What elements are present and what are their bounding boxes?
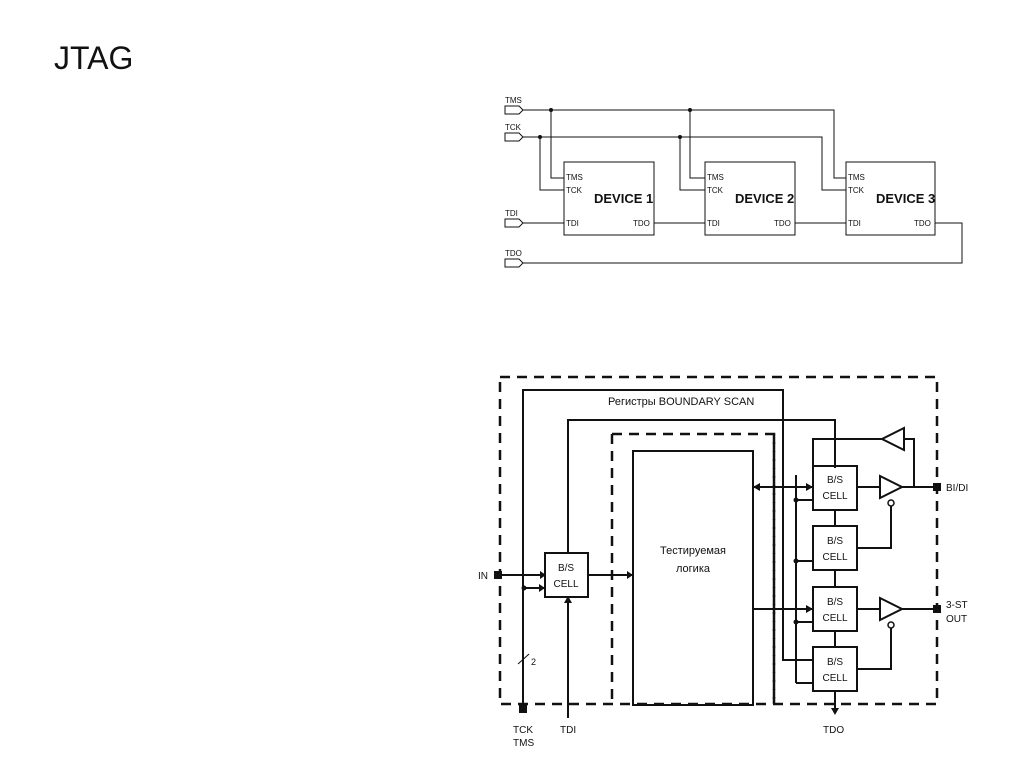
device-2: TMS TCK TDI TDO DEVICE 2 bbox=[704, 161, 796, 236]
svg-text:CELL: CELL bbox=[822, 491, 847, 502]
svg-text:IN: IN bbox=[478, 571, 488, 582]
svg-text:CELL: CELL bbox=[822, 673, 847, 684]
svg-text:TDO: TDO bbox=[914, 219, 931, 228]
port-tdi: TDI bbox=[504, 209, 524, 228]
svg-text:B/S: B/S bbox=[827, 657, 843, 668]
svg-text:TCK: TCK bbox=[707, 186, 724, 195]
chip-outline bbox=[498, 375, 939, 706]
svg-text:TDI: TDI bbox=[505, 209, 518, 218]
svg-text:DEVICE 1: DEVICE 1 bbox=[594, 191, 653, 206]
core-logic-block bbox=[632, 450, 754, 706]
device-3: TMS TCK TDI TDO DEVICE 3 bbox=[845, 161, 936, 236]
bs-cell-out: B/S CELL bbox=[812, 586, 858, 632]
svg-text:Тестируемая: Тестируемая bbox=[660, 545, 726, 557]
svg-text:TCK: TCK bbox=[513, 725, 533, 736]
svg-text:OUT: OUT bbox=[946, 614, 967, 625]
svg-text:CELL: CELL bbox=[822, 613, 847, 624]
bs-cell-out-oe: B/S CELL bbox=[812, 646, 858, 692]
svg-text:TDO: TDO bbox=[823, 725, 844, 736]
pin-3st-out bbox=[933, 605, 941, 613]
svg-text:TMS: TMS bbox=[707, 173, 724, 182]
svg-text:CELL: CELL bbox=[553, 579, 578, 590]
pin-bidi bbox=[933, 483, 941, 491]
svg-text:B/S: B/S bbox=[558, 563, 574, 574]
svg-text:TCK: TCK bbox=[566, 186, 583, 195]
jtag-chain-diagram: TMS TCK TDI TDO bbox=[504, 96, 963, 268]
svg-text:3-ST: 3-ST bbox=[946, 600, 968, 611]
port-tck: TCK bbox=[504, 123, 524, 142]
port-tdo: TDO bbox=[504, 249, 524, 268]
svg-text:TCK: TCK bbox=[505, 123, 522, 132]
svg-text:TMS: TMS bbox=[566, 173, 583, 182]
port-tms: TMS bbox=[504, 96, 524, 115]
pin-in bbox=[494, 571, 502, 579]
svg-text:TDI: TDI bbox=[566, 219, 579, 228]
svg-text:2: 2 bbox=[531, 657, 536, 667]
device-1: TMS TCK TDI TDO DEVICE 1 bbox=[563, 161, 655, 236]
boundary-scan-diagram: Тестируемая логика Регистры BOUNDARY SCA… bbox=[478, 375, 968, 749]
bs-cell-bidi-oe: B/S CELL bbox=[812, 525, 858, 571]
bs-cell-bidi-in: B/S CELL bbox=[812, 465, 858, 511]
svg-text:TCK: TCK bbox=[848, 186, 865, 195]
svg-text:B/S: B/S bbox=[827, 536, 843, 547]
svg-text:TMS: TMS bbox=[505, 96, 522, 105]
svg-text:TDO: TDO bbox=[774, 219, 791, 228]
pin-tck-tms bbox=[519, 705, 527, 713]
registers-label: Регистры BOUNDARY SCAN bbox=[608, 396, 754, 408]
svg-text:TDI: TDI bbox=[707, 219, 720, 228]
svg-text:DEVICE 2: DEVICE 2 bbox=[735, 191, 794, 206]
slide-title: JTAG bbox=[54, 40, 134, 76]
svg-text:TMS: TMS bbox=[848, 173, 865, 182]
tms-bus bbox=[523, 109, 846, 179]
svg-text:B/S: B/S bbox=[827, 475, 843, 486]
svg-text:TDI: TDI bbox=[848, 219, 861, 228]
svg-text:B/S: B/S bbox=[827, 597, 843, 608]
svg-text:CELL: CELL bbox=[822, 552, 847, 563]
svg-text:BI/DI: BI/DI bbox=[946, 483, 968, 494]
tdo-return bbox=[523, 222, 963, 264]
svg-text:логика: логика bbox=[676, 563, 711, 575]
svg-text:TDI: TDI bbox=[560, 725, 576, 736]
svg-text:DEVICE 3: DEVICE 3 bbox=[876, 191, 935, 206]
svg-text:TDO: TDO bbox=[633, 219, 650, 228]
tck-bus bbox=[523, 136, 846, 191]
bs-cell-in: B/S CELL bbox=[544, 552, 589, 598]
svg-text:TMS: TMS bbox=[513, 738, 534, 749]
svg-text:TDO: TDO bbox=[505, 249, 522, 258]
